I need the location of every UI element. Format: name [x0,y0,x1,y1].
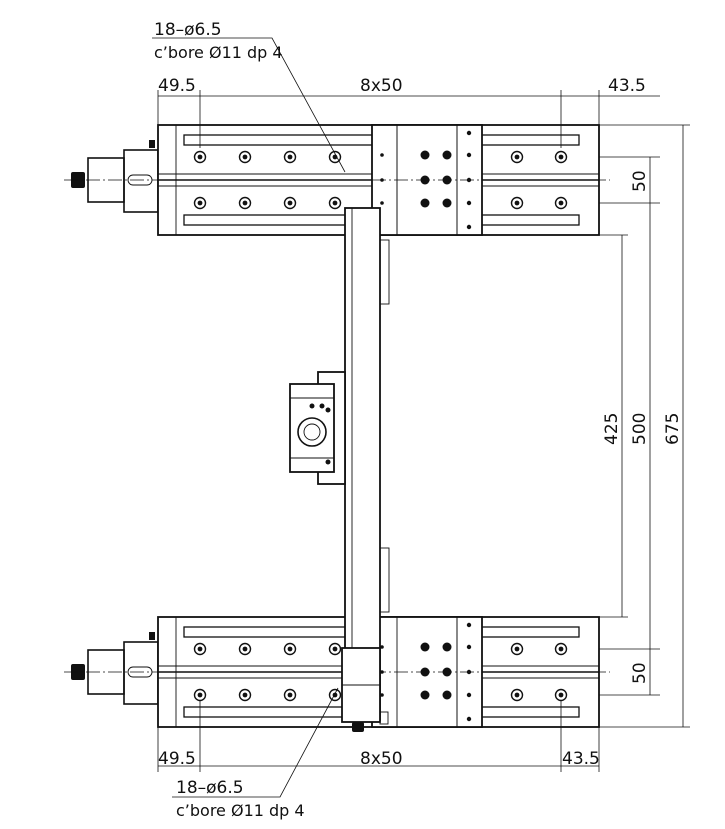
counterbore-holes [193,130,568,722]
counterbore-hole-core [197,692,203,698]
carriage-pin [466,177,472,183]
counterbore-hole-core [558,646,564,652]
counterbore-hole-core [287,200,293,206]
bottom-leader [172,687,339,798]
vdim-425: 425 [602,413,622,445]
beam-bracket-block [289,383,335,473]
bottom-coupling [123,641,159,705]
carriage-pin [380,201,384,205]
carriage-pin [380,153,384,157]
counterbore-hole-core [514,200,520,206]
top-bolt [149,140,155,148]
counterbore-hole-core [558,154,564,160]
vdim-50-top: 50 [630,170,650,192]
carriage-bolt [420,690,430,700]
counterbore-hole-core [514,692,520,698]
bracket-bore-outer [297,417,327,447]
carriage-bolt [442,690,452,700]
carriage-pin [466,692,472,698]
carriage-bolt [442,667,452,677]
vdim-500: 500 [630,413,650,445]
carriage-pin [466,224,472,230]
top-callout-line2: c’bore Ø11 dp 4 [154,43,283,62]
carriage-pin [466,716,472,722]
counterbore-hole-core [242,200,248,206]
counterbore-hole-core [242,154,248,160]
carriage-pin [466,669,472,675]
bracket-bore-inner [303,423,321,441]
vdim-50-bottom: 50 [630,662,650,684]
vdim-675: 675 [663,413,683,445]
counterbore-hole-core [287,646,293,652]
carriage-bolt [442,150,452,160]
carriage-pin [466,644,472,650]
carriage-pin [380,178,384,182]
carriage-bolt [420,150,430,160]
carriage-pin [466,200,472,206]
top-callout-line1: 18–ø6.5 [154,20,222,40]
carriage-bolt [442,198,452,208]
bottom-dim-left: 49.5 [158,749,196,769]
top-coupling [123,149,159,213]
dimensions [152,37,690,798]
vertical-beam [289,207,390,732]
carriage-pin [466,130,472,136]
carriage-pin [380,670,384,674]
beam-body [344,207,381,721]
beam-rib-bottom [379,547,390,613]
top-dim-right: 43.5 [608,76,646,96]
counterbore-hole-core [558,692,564,698]
carriage-bolt [420,198,430,208]
bottom-dim-pitch: 8x50 [360,749,403,769]
counterbore-hole-core [197,646,203,652]
counterbore-hole-core [287,692,293,698]
top-stage [64,124,610,236]
carriage-pin [466,622,472,628]
bottom-callout-line2: c’bore Ø11 dp 4 [176,801,305,820]
counterbore-hole-core [332,646,338,652]
carriage-bolt [420,642,430,652]
carriage-bolt [442,642,452,652]
counterbore-hole-core [242,692,248,698]
carriage-pin [466,152,472,158]
carriage-pin [380,693,384,697]
counterbore-hole-core [558,200,564,206]
bottom-stage [64,616,610,728]
counterbore-hole-core [197,154,203,160]
counterbore-hole-core [514,154,520,160]
bottom-callout-line1: 18–ø6.5 [176,778,244,798]
top-leader [152,37,346,173]
counterbore-hole-core [514,646,520,652]
counterbore-hole-core [332,200,338,206]
counterbore-hole-core [197,200,203,206]
top-dim-left: 49.5 [158,76,196,96]
counterbore-hole-core [242,646,248,652]
bottom-dim-right: 43.5 [562,749,600,769]
carriage-bolt [420,175,430,185]
carriage-pin [380,645,384,649]
top-dim-pitch: 8x50 [360,76,403,96]
counterbore-hole-core [287,154,293,160]
carriage-bolt [442,175,452,185]
labels: 18–ø6.5 c’bore Ø11 dp 4 49.5 8x50 43.5 4… [154,20,683,820]
carriage-bolt [420,667,430,677]
beam-rib-top [379,239,390,305]
